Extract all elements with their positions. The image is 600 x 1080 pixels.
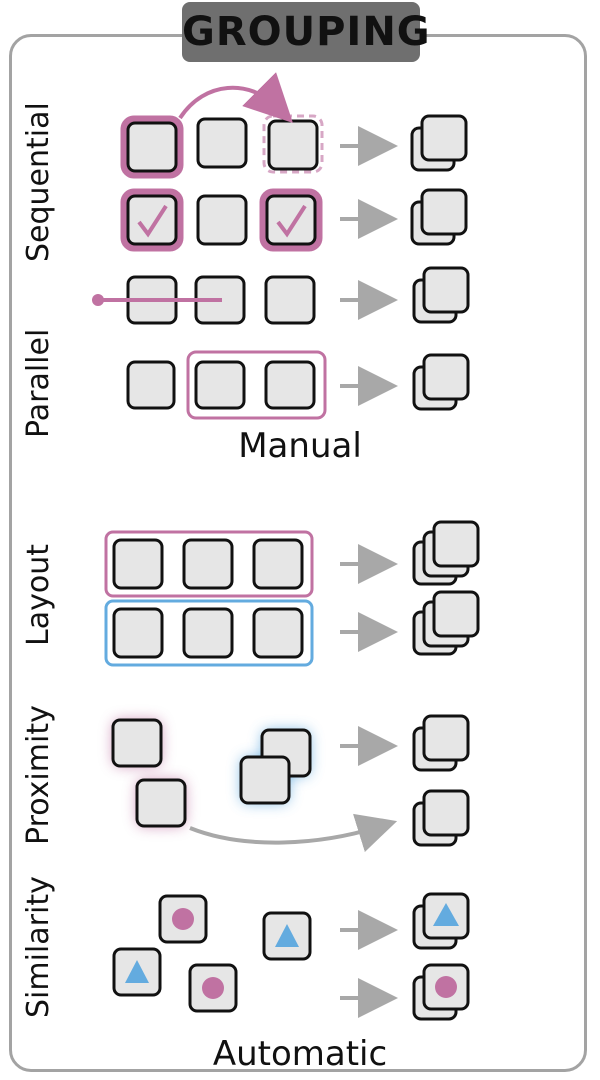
stacked-squares-icon [412,353,470,411]
parallel-row-1 [92,266,470,325]
stacked-squares-icon [410,188,468,246]
checkmark-icon [137,204,168,238]
layout-row-blue [104,590,480,667]
sequence-arrow-icon [178,72,293,123]
circle-icon [202,977,224,999]
triangle-icon [275,924,299,947]
sequential-row-2 [120,188,468,252]
panel-title: GROUPING [182,9,431,55]
section-label-automatic: Automatic [212,1034,388,1074]
stacked-squares-icon [412,714,470,772]
curved-arrow-icon [189,813,398,853]
row-label-parallel: Parallel [21,329,56,438]
proximity-group [111,714,470,853]
stacked-squares-icon [412,892,470,950]
title-tab [182,2,420,62]
row-label-sequential: Sequential [21,102,56,262]
checkmark-icon [276,204,307,238]
stacked-squares-icon [412,963,470,1021]
sequential-row-1 [120,72,468,179]
row-label-similarity: Similarity [21,876,56,1018]
row-label-proximity: Proximity [21,705,56,845]
stacked-squares-icon [412,520,480,586]
similarity-group [112,892,470,1021]
stacked-squares-icon [410,114,468,172]
circle-icon [172,908,194,930]
triangle-icon [125,960,149,983]
stacked-squares-icon [412,266,470,324]
section-label-manual: Manual [238,426,362,466]
circle-icon [92,294,104,306]
circle-icon [435,976,457,998]
stacked-squares-icon [412,789,470,847]
parallel-row-2 [126,350,470,420]
triangle-icon [433,903,459,926]
layout-row-pink [104,520,480,598]
row-label-layout: Layout [21,544,56,646]
stacked-squares-icon [412,590,480,656]
